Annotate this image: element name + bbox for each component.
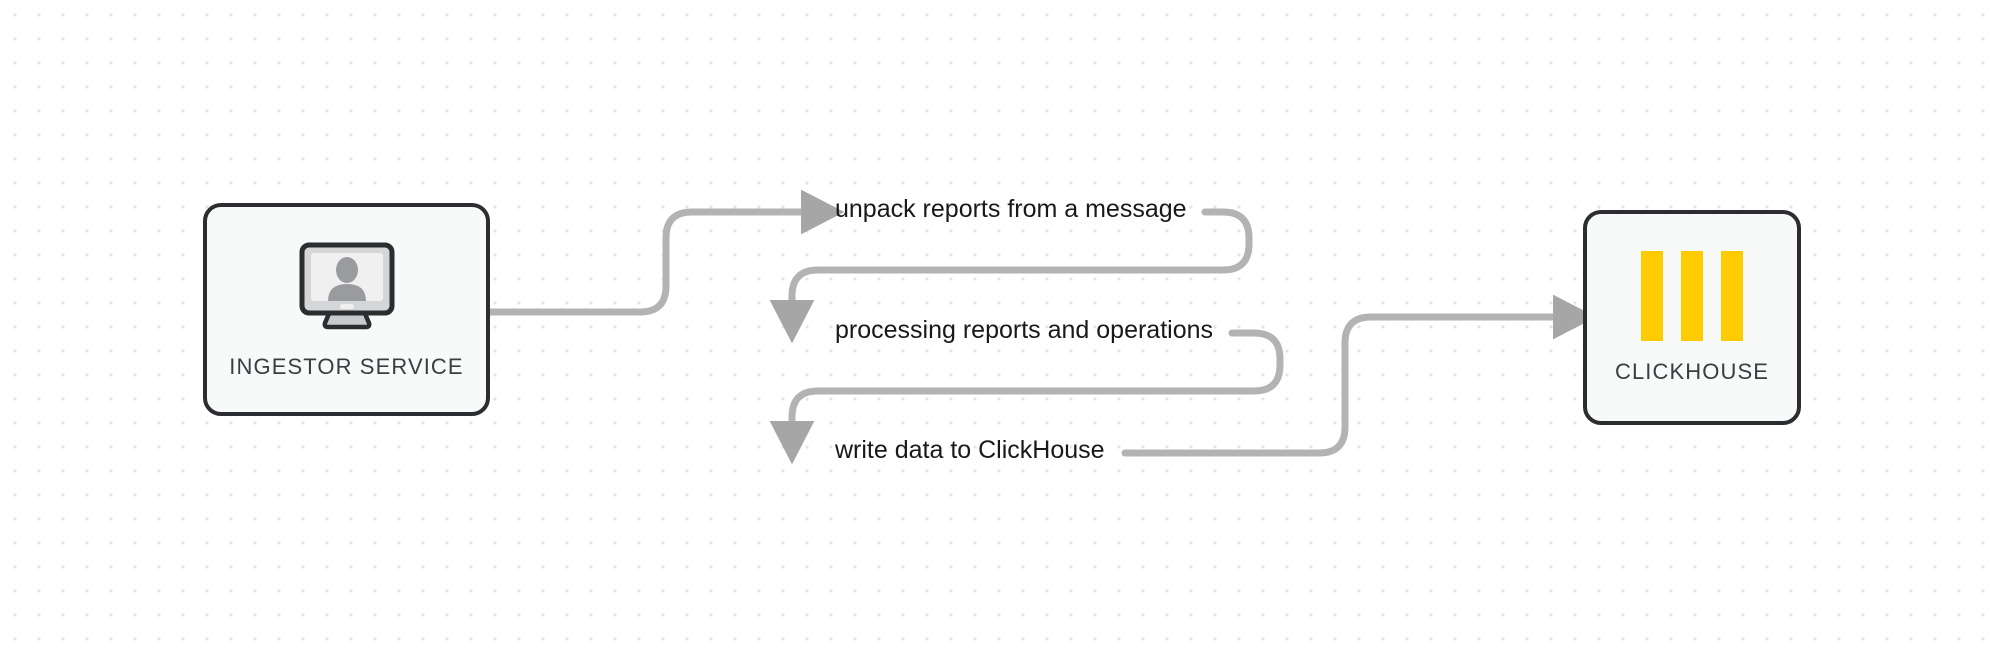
node-clickhouse[interactable]: CLICKHOUSE — [1583, 210, 1801, 425]
edge-path-unpack — [486, 189, 845, 316]
node-clickhouse-label: CLICKHOUSE — [1614, 358, 1770, 384]
node-ingestor-service[interactable]: INGESTOR SERVICE — [203, 203, 490, 416]
edge-label-processing-reports: processing reports and operations — [835, 316, 1214, 344]
clickhouse-bars-icon — [1641, 250, 1743, 341]
edge-path-processing-return — [769, 329, 1284, 465]
clickhouse-bar-3 — [1721, 250, 1743, 341]
clickhouse-bar-2 — [1681, 250, 1703, 341]
edge-label-unpack-reports: unpack reports from a message — [835, 195, 1187, 223]
monitor-user-icon — [295, 239, 399, 336]
edge-path-unpack-return — [769, 208, 1253, 344]
clickhouse-bar-1 — [1641, 250, 1663, 341]
edge-label-write-data: write data to ClickHouse — [835, 436, 1105, 464]
node-ingestor-service-label: INGESTOR SERVICE — [229, 354, 464, 379]
